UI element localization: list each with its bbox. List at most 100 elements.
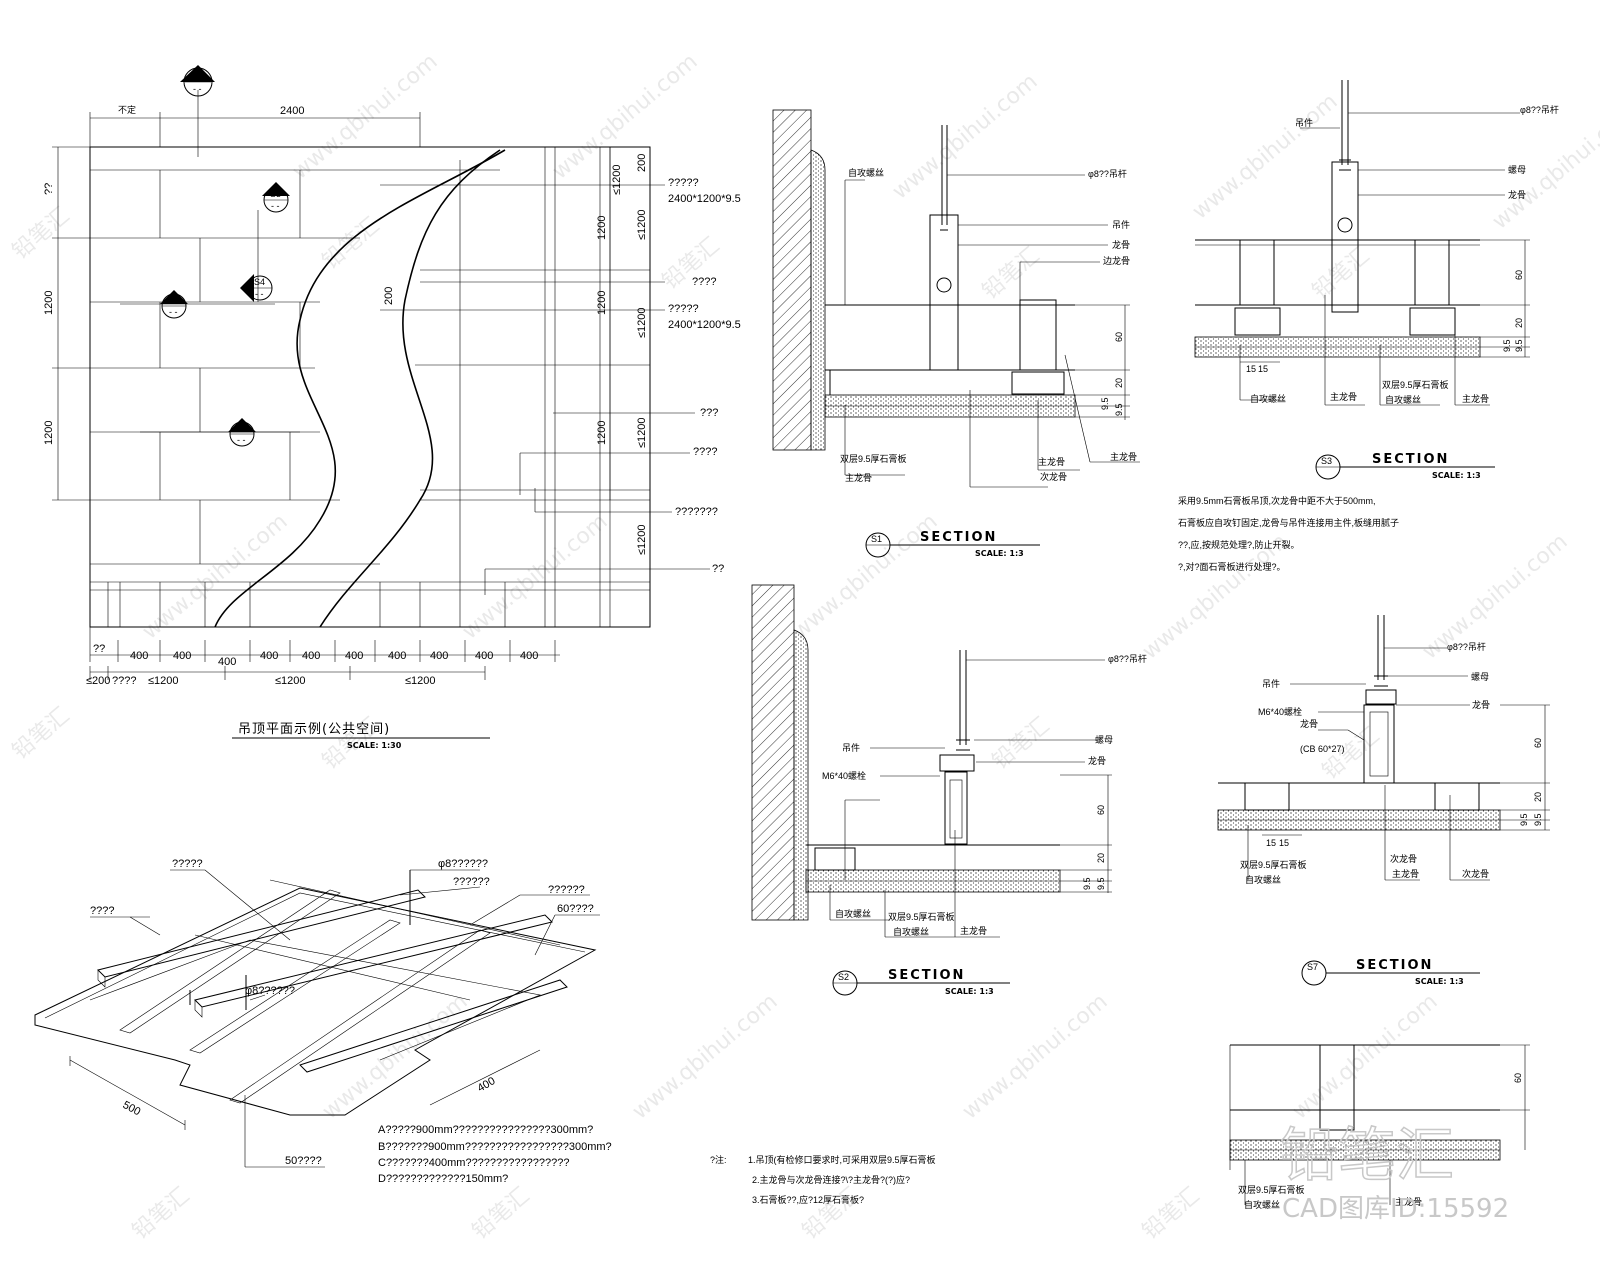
general-note: ?注: 1.吊顶(有检修口要求时,可采用双层9.5厚石膏板 2.主龙骨与次龙骨连… [710,1154,936,1205]
watermark-brand: 铅笔汇 [8,703,75,765]
dim-right-1: 1200 [596,216,608,240]
s7-label-6: (CB 60*27) [1300,744,1345,754]
iso-label-1: ????? [172,858,203,870]
marker-s7-label: S7 [191,71,202,81]
s1-label-5b: 主龙骨 [845,472,872,483]
s1-label-8: 主龙骨 [1038,456,1065,467]
callout-2: 2400*1200*9.5 [668,193,741,205]
s7-label-3: 吊件 [1262,678,1280,689]
dim-bottom-2: 400 [130,650,148,662]
section-marker-s4: S4 - - [240,274,273,302]
watermark-brand: 铅笔汇 [1138,1183,1205,1245]
s3-dim-15b: 15 [1258,364,1268,374]
watermark-cad-id: CAD图库ID:15592 [1282,1194,1509,1224]
s1-label-1: φ8??吊杆 [1088,168,1127,179]
marker-sub: - - [271,201,280,211]
callout-7: ???? [693,446,717,458]
s1-label-2: 吊件 [1112,219,1130,230]
watermark-brand: 铅笔汇 [978,243,1045,305]
s8-label-1: 双层9.5厚石膏板 [1238,1184,1305,1195]
watermark-site: www.qbihui.com [1488,99,1600,234]
s8-label-2: 自攻螺丝 [1244,1199,1280,1210]
s7-label-2: 螺母 [1471,672,1489,682]
dim-bottom-3: 400 [173,650,191,662]
s1-label-9: 主龙骨 [1110,451,1137,462]
s3-label-3: 龙骨 [1508,189,1526,200]
marker-sub: - - [193,84,202,94]
s3-note-1: 采用9.5mm石膏板吊顶,次龙骨中距不大于500mm, [1178,495,1376,506]
iso-dim-400: 400 [476,1075,498,1095]
s1-label-7: 次龙骨 [1040,471,1067,482]
s8-dim-60: 60 [1513,1073,1523,1083]
s1-label-5: 双层9.5厚石膏板 [840,453,907,464]
s3-label-6: 主龙骨 [1330,391,1357,402]
watermark-brand: 铅笔汇 [798,1183,865,1245]
dim-bottom-9: 400 [430,650,448,662]
dim-bottom2-2: ???? [112,675,136,687]
s3-label-7: 双层9.5厚石膏板 [1382,379,1449,390]
watermark-site: www.qbihui.com [318,989,473,1124]
dim-200-right: 200 [636,154,648,172]
isometric-ceiling-grid: ????? ???? φ8?????? ?????? ?????? 60????… [34,858,612,1185]
s3-note-4: ?,对?面石膏板进行处理?。 [1178,561,1286,572]
s7-label-7: 双层9.5厚石膏板 [1240,859,1307,870]
s1-scale: SCALE: 1:3 [975,549,1024,558]
watermark-brand: 铅笔汇 [8,203,75,265]
dim-right-8: ≤1200 [611,164,623,195]
s3-dim-60: 60 [1514,270,1524,280]
dim-right-5: ≤1200 [636,417,648,448]
s3-dim-15a: 15 [1246,364,1256,374]
s2-label-6: 自攻螺丝 [835,908,871,919]
s7-dim-95b: 9.5 [1533,813,1543,826]
s1-label-6: 自攻螺丝 [848,167,884,178]
watermark-site: www.qbihui.com [548,49,703,184]
s2-dim-95a: 9.5 [1082,877,1092,890]
s3-label-5: 自攻螺丝 [1250,393,1286,404]
s3-scale: SCALE: 1:3 [1432,471,1481,480]
s2-label-3: 吊件 [842,742,860,753]
s7-dim-60: 60 [1533,738,1543,748]
dim-left-3: 1200 [43,421,55,445]
ceiling-plan: 不定 2400 ?? 1200 1200 1200 ≤1200 ≤1200 12… [43,65,741,750]
section-s3: φ8??吊杆 吊件 龙骨 螺母 自攻螺丝 主龙骨 双层9.5厚石膏板 自攻螺丝 … [1178,80,1559,572]
callout-6: ??? [700,407,718,419]
section-s8: 60 双层9.5厚石膏板 自攻螺丝 主龙骨 [1229,1044,1530,1210]
iso-label-2: ???? [90,905,114,917]
s3-note-3: ??,应,按规范处理?,防止开裂。 [1178,539,1300,550]
s1-dim-95a: 9.5 [1100,397,1110,410]
dim-top: 2400 [280,105,304,117]
marker-sub: - - [237,435,246,445]
s7-label-1: φ8??吊杆 [1447,641,1486,652]
dim-bottom-11: 400 [520,650,538,662]
s3-dim-95a: 9.5 [1502,339,1512,352]
watermark-site: www.qbihui.com [1188,89,1343,224]
iso-note-c: C???????400mm????????????????? [378,1157,569,1169]
callout-9: ?? [712,563,724,575]
s7-label-8: 自攻螺丝 [1245,874,1281,885]
s2-scale: SCALE: 1:3 [945,987,994,996]
iso-label-5: ?????? [548,884,585,896]
section-marker-s7: S7 - - [180,65,215,157]
s1-label-4: 边龙骨 [1103,255,1130,266]
s2-label-2: 螺母 [1095,735,1113,745]
section-s2: φ8??吊杆 螺母 吊件 M6*40螺栓 龙骨 自攻螺丝 双层9.5厚石膏板 自… [751,584,1147,996]
iso-label-6: 60???? [557,903,594,915]
dim-left-2: 1200 [43,291,55,315]
s2-label-1: φ8??吊杆 [1108,653,1147,664]
s3-dim-20: 20 [1514,318,1524,328]
watermark-site: www.qbihui.com [628,989,783,1124]
watermark-brand: 铅笔汇 [1308,243,1375,305]
dim-bottom2-4: ≤1200 [275,675,306,687]
s3-note-2: 石膏板应自攻钉固定,龙骨与吊件连接用主件,板缝用腻子 [1178,517,1399,528]
section-s7: φ8??吊杆 螺母 吊件 M6*40螺栓 龙骨 龙骨 (CB 60*27) 双层… [1217,615,1550,986]
iso-label-4: ?????? [453,876,490,888]
watermark-site: www.qbihui.com [1288,989,1443,1124]
marker-s2-label: S2 [236,423,247,433]
s2-label-5: 龙骨 [1088,755,1106,766]
watermark-site: www.qbihui.com [958,989,1113,1124]
watermark-site: www.qbihui.com [138,509,293,644]
marker-s4-label: S4 [254,277,265,287]
callout-3: ???? [692,276,716,288]
s2-dim-60: 60 [1096,805,1106,815]
